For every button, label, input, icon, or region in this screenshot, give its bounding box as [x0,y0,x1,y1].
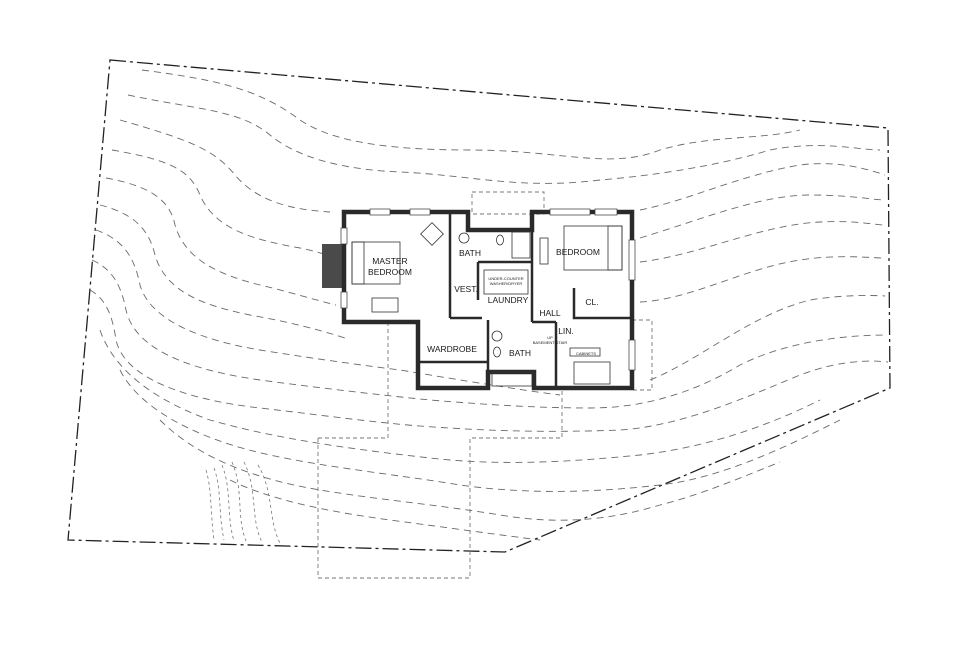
fixtures [351,222,623,387]
bath-upper-label: BATH [459,248,481,258]
windows [340,208,636,371]
steep-slope-contours [205,461,281,544]
stair-note-2: BASEMENT/STAIR [533,340,568,345]
exterior-walls [341,209,635,391]
property-line [67,59,891,553]
closet-label: CL. [585,297,598,307]
master-bedroom-label-1: MASTER [372,256,407,266]
bath-lower-label: BATH [509,348,531,358]
appliance-note-2: WASHER/DRYER [490,281,523,286]
master-bedroom-label-2: BEDROOM [368,267,412,277]
bedroom-label: BEDROOM [556,247,600,257]
stair-note-1: UP [547,335,553,340]
wardrobe-label: WARDROBE [427,344,477,354]
room-labels: MASTER BEDROOM BATH BEDROOM VEST. LAUNDR… [368,247,600,358]
topographic-contours [89,69,889,541]
vest-label: VEST. [454,284,478,294]
linen-label: LIN. [558,326,574,336]
small-notes: UNDER-COUNTER WASHER/DRYER UP BASEMENT/S… [488,276,596,356]
appliance-note-1: UNDER-COUNTER [488,276,523,281]
dashed-outlines [317,191,653,579]
laundry-label: LAUNDRY [488,295,529,305]
hall-label: HALL [539,308,561,318]
cabinets-note: CABINETS [576,351,596,356]
chimney [322,244,344,288]
